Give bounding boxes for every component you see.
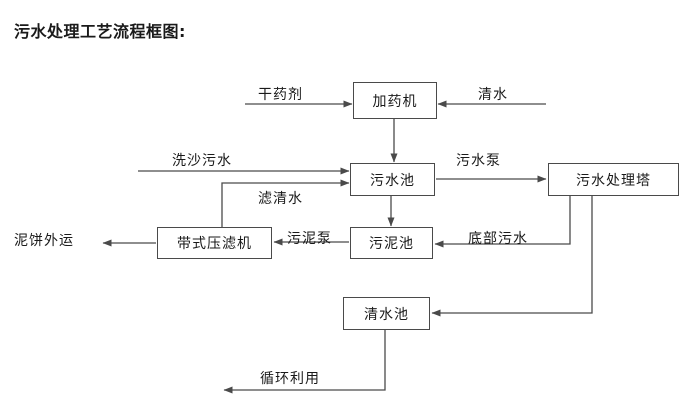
edge-label-filtrate-water: 滤清水 xyxy=(258,191,303,207)
node-wastewater-pool[interactable]: 污水池 xyxy=(350,163,435,196)
node-label: 污水处理塔 xyxy=(576,172,651,189)
edge-label-recycle-reuse: 循环利用 xyxy=(260,371,320,387)
node-label: 加药机 xyxy=(372,93,418,110)
edge-label-clean-water-inlet: 清水 xyxy=(478,87,508,103)
node-label: 带式压滤机 xyxy=(177,236,252,252)
edge-label-bottom-sewage: 底部污水 xyxy=(468,231,528,247)
edge-tower-to-clean-water-pool xyxy=(431,196,593,317)
node-label: 清水池 xyxy=(364,306,409,323)
edge-label-mud-cake-out: 泥饼外运 xyxy=(14,233,74,249)
edge-label-sand-wash-sewage: 洗沙污水 xyxy=(172,153,232,169)
node-sludge-pool[interactable]: 污泥池 xyxy=(350,227,433,259)
node-label: 污水池 xyxy=(370,172,415,189)
edge-label-wastewater-pump: 污水泵 xyxy=(456,153,501,169)
edge-label-sludge-pump: 污泥泵 xyxy=(287,231,332,247)
node-label: 污泥池 xyxy=(369,236,414,252)
node-clean-water-pool[interactable]: 清水池 xyxy=(343,297,430,330)
page-title: 污水处理工艺流程框图: xyxy=(14,22,186,41)
node-wastewater-treatment-tower[interactable]: 污水处理塔 xyxy=(548,163,679,196)
node-belt-filter-press[interactable]: 带式压滤机 xyxy=(157,227,272,259)
node-dosing-machine[interactable]: 加药机 xyxy=(353,82,437,119)
edge-label-dry-chemical: 干药剂 xyxy=(258,87,303,103)
